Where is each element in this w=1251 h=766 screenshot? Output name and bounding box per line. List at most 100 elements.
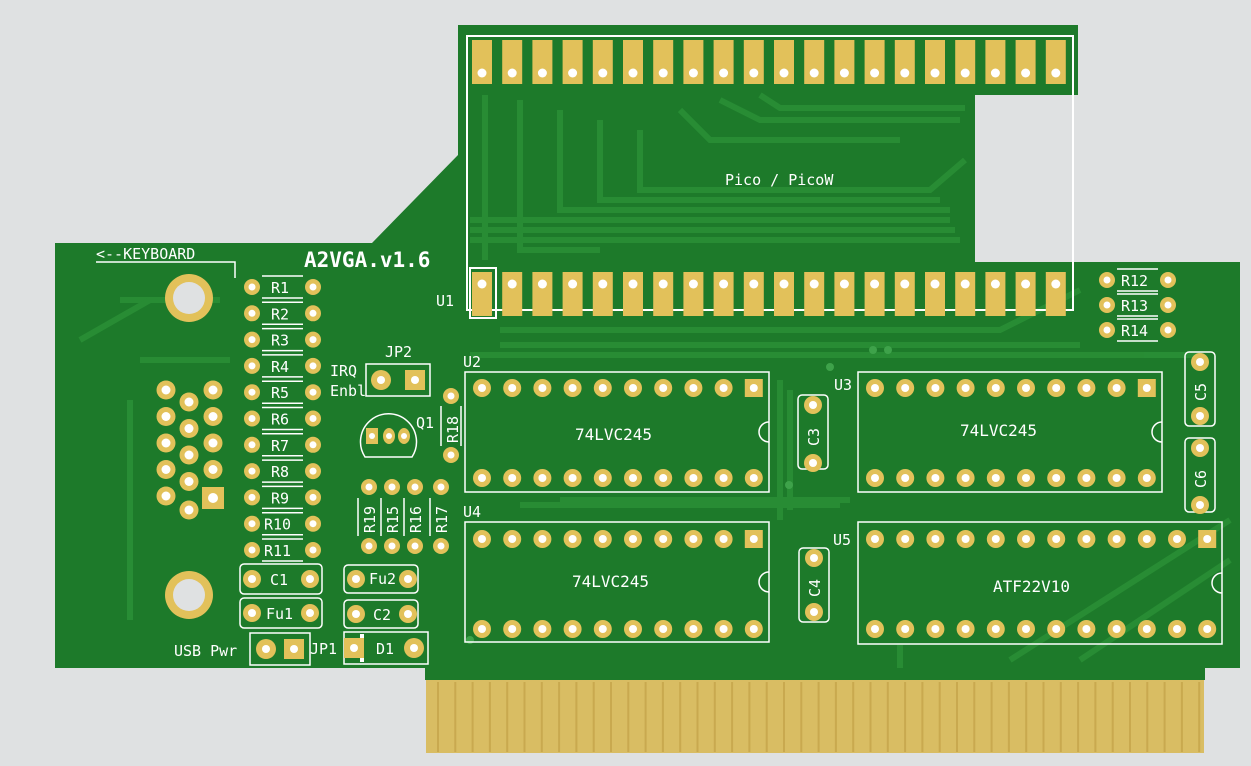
pico-pin-pad — [834, 272, 855, 316]
u2-label: U2 — [463, 353, 481, 371]
resistor-r16: R16 — [403, 479, 425, 554]
resistor-label: R17 — [433, 506, 451, 533]
resistor-r19: R19 — [357, 479, 379, 554]
irq-label: IRQ — [330, 362, 357, 380]
resistor-r13: R13 — [1099, 293, 1176, 317]
pico-pin-pad — [683, 40, 704, 84]
edge-connector — [426, 680, 1204, 753]
c3-label: C3 — [805, 428, 823, 446]
enbl-label: Enbl — [330, 382, 366, 400]
pico-pin-pad — [1045, 272, 1066, 316]
resistor-label: R13 — [1121, 297, 1148, 315]
jp1-jumper — [249, 632, 311, 666]
resistor-r15: R15 — [380, 479, 402, 554]
pico-label: Pico / PicoW — [725, 171, 834, 189]
resistor-label: R3 — [271, 332, 289, 350]
u5-label: U5 — [833, 531, 851, 549]
pico-pin-pad — [532, 272, 553, 316]
pico-pin-pad — [894, 272, 915, 316]
pico-pin-pad — [743, 40, 764, 84]
resistor-label: R14 — [1121, 322, 1148, 340]
pico-pin-pad — [743, 272, 764, 316]
resistor-label: R15 — [384, 506, 402, 533]
pico-pin-pad — [1015, 272, 1036, 316]
resistor-label: R1 — [271, 279, 289, 297]
resistor-r2: R2 — [244, 301, 321, 326]
pico-pin-pad — [653, 272, 674, 316]
resistor-label: R6 — [271, 411, 289, 429]
c1-part: C1 — [239, 563, 323, 595]
pico-pin-pad — [864, 40, 885, 84]
pico-pin-pad — [713, 272, 734, 316]
pico-pin-pad — [502, 40, 523, 84]
q1-transistor — [359, 413, 418, 458]
u5-ic: U5 ATF22V10 — [833, 521, 1223, 645]
pico-pin-pad — [985, 272, 1006, 316]
resistor-r17: R17 — [429, 479, 451, 554]
fu2-part: Fu2 — [343, 564, 419, 594]
resistor-r6: R6 — [244, 406, 321, 431]
resistor-r12: R12 — [1099, 268, 1176, 292]
u3-label: U3 — [834, 376, 852, 394]
pico-pin-pad — [713, 40, 734, 84]
q1-label: Q1 — [416, 414, 434, 432]
pico-pin-pad — [592, 272, 613, 316]
resistor-label: R2 — [271, 305, 289, 323]
pico-pin-pad — [532, 40, 553, 84]
resistor-label: R12 — [1121, 272, 1148, 290]
fu2-label: Fu2 — [369, 570, 396, 588]
resistor-r11: R11 — [244, 538, 321, 562]
u4-ic: U4 74LVC245 — [463, 503, 770, 643]
resistor-label: R11 — [264, 542, 291, 560]
c2-label: C2 — [373, 606, 391, 624]
pico-pin-pad — [864, 272, 885, 316]
pico-pin-pad — [925, 40, 945, 84]
resistor-label: R9 — [271, 489, 289, 507]
pico-pin-pad — [1015, 40, 1036, 84]
r18-label: R18 — [444, 416, 462, 443]
pico-pin-pad — [774, 272, 794, 316]
pico-pin-pad — [592, 40, 613, 84]
u5-part: ATF22V10 — [993, 577, 1070, 596]
fu1-part: Fu1 — [239, 597, 323, 629]
u2-ic: U2 74LVC245 — [463, 353, 770, 493]
c2-part: C2 — [343, 599, 419, 629]
u1-label: U1 — [436, 292, 454, 310]
resistor-r7: R7 — [244, 433, 321, 457]
resistor-label: R8 — [271, 463, 289, 481]
pico-pin-pad — [683, 272, 704, 316]
pico-pin-pad — [502, 272, 523, 316]
resistor-r1: R1 — [244, 275, 321, 299]
fu1-label: Fu1 — [266, 605, 293, 623]
c6-capacitor: C6 — [1184, 437, 1216, 514]
resistor-r9: R9 — [244, 485, 321, 510]
c4-label: C4 — [806, 579, 824, 597]
pico-pin-pad — [955, 272, 976, 316]
pico-pin-pad — [834, 40, 855, 84]
pico-pin-pad — [955, 40, 976, 84]
u4-label: U4 — [463, 503, 481, 521]
pico-pin-pad — [925, 272, 945, 316]
keyboard-label: <--KEYBOARD — [96, 245, 195, 263]
resistor-label: R10 — [264, 516, 291, 534]
resistor-r4: R4 — [244, 354, 321, 378]
resistor-r14: R14 — [1099, 318, 1176, 342]
c3-capacitor: C3 — [797, 394, 829, 472]
vias — [466, 346, 892, 644]
resistor-label: R4 — [271, 358, 289, 376]
u3-ic: U3 74LVC245 — [834, 371, 1163, 493]
pico-pin-pad — [562, 272, 583, 316]
resistor-r10: R10 — [244, 511, 321, 536]
resistor-r8: R8 — [244, 459, 321, 483]
jp1-label: JP1 — [310, 640, 337, 658]
c5-label: C5 — [1192, 383, 1210, 401]
pico-pin-pad — [985, 40, 1006, 84]
pico-pin-pad — [774, 40, 794, 84]
pico-pin-pad — [623, 272, 643, 316]
pico-pin-pad — [894, 40, 915, 84]
vga-connector — [156, 274, 224, 619]
jp2-jumper — [365, 363, 431, 397]
board-title: A2VGA.v1.6 — [304, 248, 430, 272]
u2-part: 74LVC245 — [575, 425, 652, 444]
